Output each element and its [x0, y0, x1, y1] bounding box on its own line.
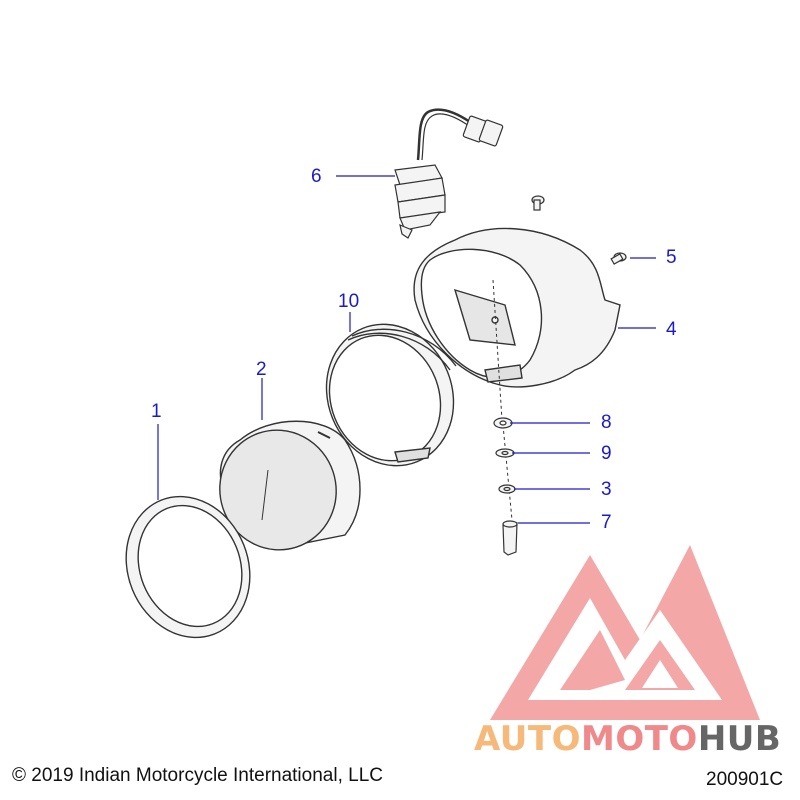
callout-1: 1: [151, 401, 162, 422]
callout-7: 7: [601, 512, 612, 533]
part-7-bolt: [502, 522, 518, 556]
copyright-text: © 2019 Indian Motorcycle International, …: [12, 765, 383, 786]
callout-4: 4: [666, 319, 677, 340]
callout-6: 6: [311, 166, 322, 187]
part-4-housing: [413, 227, 621, 421]
part-1-bezel: [125, 495, 251, 639]
callout-10: 10: [338, 291, 360, 312]
watermark-logo-icon: [490, 545, 760, 720]
callout-8: 8: [601, 412, 612, 433]
callout-5: 5: [666, 247, 677, 268]
watermark-brand-text: AUTOMOTOHUB: [474, 722, 781, 756]
callout-2: 2: [256, 359, 267, 380]
part-2-gauge: [219, 420, 361, 551]
hardware-stack: [493, 417, 518, 556]
callout-3: 3: [601, 479, 612, 500]
callout-9: 9: [601, 443, 612, 464]
brand-part-moto: MOTO: [580, 719, 698, 759]
diagram-code: 200901C: [706, 769, 784, 790]
part-5-screws: [531, 195, 627, 265]
part-10-ring: [325, 323, 457, 467]
brand-part-auto: AUTO: [474, 719, 581, 759]
leader-lines: [157, 175, 656, 524]
part-6-connector: [394, 108, 504, 239]
brand-part-hub: HUB: [697, 719, 782, 759]
